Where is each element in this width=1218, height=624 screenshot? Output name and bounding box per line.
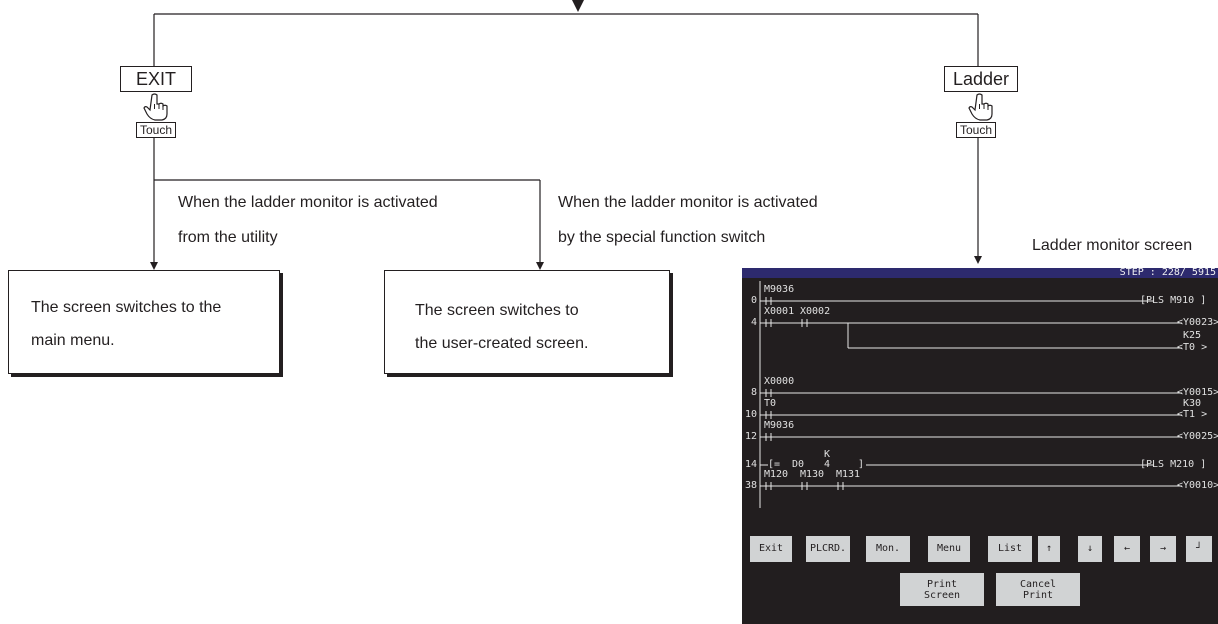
result-user-screen: The screen switches to the user-created … (384, 270, 670, 374)
touch-label-ladder: Touch (956, 122, 997, 138)
arrow-user-screen (536, 262, 544, 270)
arrow-top (572, 0, 584, 12)
step-number: 8 (751, 387, 758, 398)
device-label: M120 (764, 469, 789, 480)
touch-hand-icon (968, 93, 993, 121)
result-user-screen-line2: the user-created screen. (415, 335, 589, 352)
plcrd-button[interactable]: PLCRD. (806, 536, 850, 562)
result-main-menu-line2: main menu. (31, 332, 115, 349)
step-number: 10 (745, 409, 758, 420)
step-number: 14 (745, 459, 758, 470)
print-screen-line2: Screen (923, 589, 961, 601)
mon-button[interactable]: Mon. (866, 536, 910, 562)
step-number: 4 (751, 317, 758, 328)
enter-button[interactable]: ┘ (1186, 536, 1212, 562)
device-label: X0001 (764, 306, 795, 317)
touch-hand-icon (143, 93, 168, 121)
cancel-print-line2: Print (1022, 589, 1054, 601)
condition-utility-line1: When the ladder monitor is activated (178, 194, 438, 211)
cancel-print-line1: Cancel (1019, 578, 1057, 590)
ladder-monitor-screen: STEP : 228/ 5915 (742, 267, 1218, 624)
device-label: X0000 (764, 376, 795, 387)
exit-button[interactable]: Exit (750, 536, 792, 562)
result-user-screen-line1: The screen switches to (415, 302, 579, 319)
coil-pls-m210: [PLS M210 ] (1140, 459, 1207, 470)
timer-k30: K30 (1183, 398, 1202, 409)
condition-utility-line2: from the utility (178, 229, 278, 246)
device-label: M131 (836, 469, 861, 480)
coil-t0: <T0 > (1177, 342, 1208, 353)
list-button[interactable]: List (988, 536, 1032, 562)
timer-k25: K25 (1183, 330, 1202, 341)
right-arrow-button[interactable]: → (1150, 536, 1176, 562)
result-main-menu: The screen switches to the main menu. (8, 270, 280, 374)
result-main-menu-line1: The screen switches to the (31, 299, 222, 316)
compare-operand-b: 4 (824, 459, 831, 470)
coil-t1: <T1 > (1177, 409, 1208, 420)
coil-y0015: <Y0015> (1177, 387, 1218, 398)
exit-key-label: EXIT (135, 69, 176, 89)
compare-close: ] (858, 459, 865, 470)
coil-y0010: <Y0010> (1177, 480, 1218, 491)
title-bar: STEP : 228/ 5915 (742, 267, 1218, 278)
ladder-diagram (759, 281, 1182, 508)
coil-y0023: <Y0023> (1177, 317, 1218, 328)
step-number: 12 (745, 431, 758, 442)
down-arrow-button[interactable]: ↓ (1078, 536, 1102, 562)
condition-special-line1: When the ladder monitor is activated (558, 194, 818, 211)
menu-button[interactable]: Menu (928, 536, 970, 562)
step-number: 0 (751, 295, 758, 306)
condition-special-line2: by the special function switch (558, 229, 766, 246)
ladder-key-label: Ladder (952, 69, 1010, 89)
print-screen-button[interactable]: Print Screen (900, 573, 984, 606)
arrow-ladder-screen (974, 256, 982, 264)
device-label: M130 (800, 469, 825, 480)
step-counter: STEP : 228/ 5915 (1119, 267, 1216, 278)
left-arrow-button[interactable]: ← (1114, 536, 1140, 562)
device-label: M9036 (764, 420, 795, 431)
compare-operand-a: D0 (792, 459, 805, 470)
device-label: M9036 (764, 284, 795, 295)
compare-k: K (824, 449, 831, 460)
up-arrow-button[interactable]: ↑ (1038, 536, 1060, 562)
device-label: X0002 (800, 306, 831, 317)
cancel-print-button[interactable]: Cancel Print (996, 573, 1080, 606)
coil-pls-m910: [PLS M910 ] (1140, 295, 1207, 306)
arrow-main-menu (150, 262, 158, 270)
compare-op: [= (768, 459, 781, 470)
print-screen-line1: Print (926, 578, 958, 590)
touch-label-exit: Touch (136, 122, 177, 138)
ladder-key[interactable]: Ladder (944, 66, 1018, 92)
device-label: T0 (764, 398, 777, 409)
coil-y0025: <Y0025> (1177, 431, 1218, 442)
screen-caption: Ladder monitor screen (1032, 237, 1193, 254)
exit-key[interactable]: EXIT (120, 66, 192, 92)
step-number: 38 (745, 480, 758, 491)
